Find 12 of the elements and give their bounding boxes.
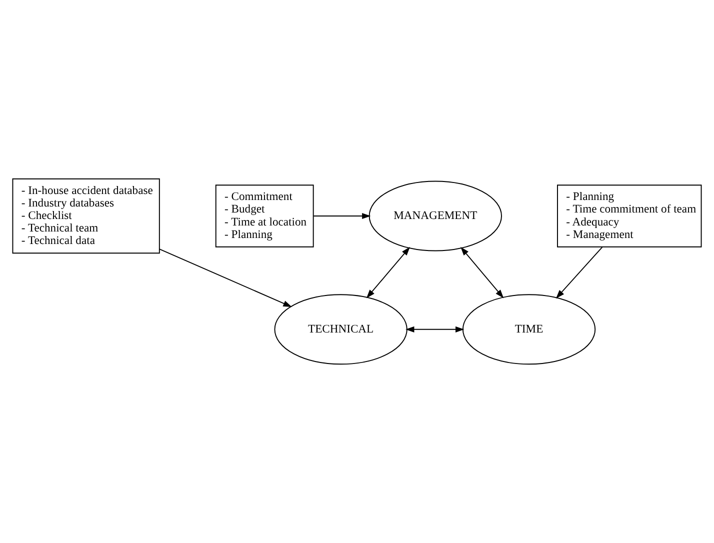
node-ellipse: TECHNICAL: [274, 294, 408, 365]
arrow: [556, 246, 603, 299]
node-box: - Planning - Time commitment of team - Adequacy - Management: [557, 184, 702, 248]
node-ellipse: MANAGEMENT: [368, 180, 502, 252]
node-box: - Commitment - Budget - Time at location - Planning: [215, 184, 314, 248]
arrow: [313, 212, 371, 220]
node-ellipse: TIME: [462, 294, 596, 365]
arrow: [460, 246, 504, 298]
arrow: [406, 326, 464, 332]
arrow: [158, 248, 292, 308]
arrow: [366, 246, 410, 298]
node-box: - In-house accident database - Industry databases - Checklist - Technical team - Technical data: [12, 178, 160, 254]
